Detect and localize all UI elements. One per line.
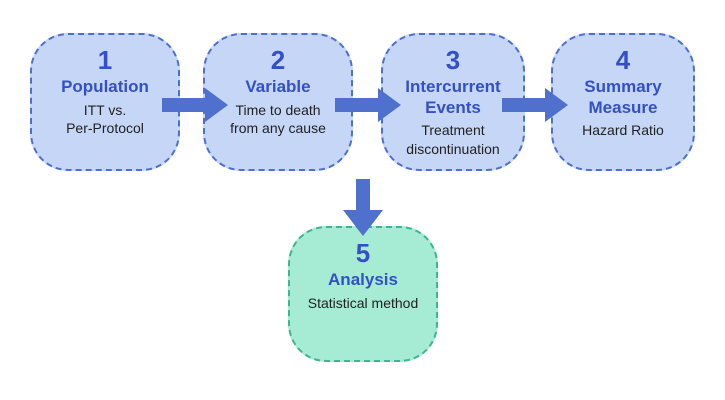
step-body: Treatment discontinuation: [406, 121, 500, 157]
step-box-population: 1 Population ITT vs. Per-Protocol: [30, 33, 180, 171]
step-title: Intercurrent Events: [405, 77, 501, 117]
step-number: 4: [615, 45, 631, 75]
step-number: 5: [355, 238, 371, 268]
step-box-analysis: 5 Analysis Statistical method: [288, 226, 438, 362]
arrow-right-icon: [335, 88, 401, 122]
arrow-right-icon: [162, 88, 228, 122]
arrow-right-icon: [502, 88, 568, 122]
step-body: Time to death from any cause: [230, 101, 326, 137]
step-title: Analysis: [328, 270, 398, 290]
step-title: Summary Measure: [584, 77, 662, 117]
step-title: Population: [61, 77, 149, 97]
step-number: 3: [445, 45, 461, 75]
step-number: 1: [97, 45, 113, 75]
step-number: 2: [270, 45, 286, 75]
step-box-summary-measure: 4 Summary Measure Hazard Ratio: [551, 33, 695, 171]
step-body: Hazard Ratio: [582, 121, 664, 138]
step-body: Statistical method: [307, 294, 419, 311]
arrow-down-icon: [343, 179, 383, 236]
step-body: ITT vs. Per-Protocol: [66, 101, 144, 137]
step-box-intercurrent-events: 3 Intercurrent Events Treatment disconti…: [381, 33, 525, 171]
step-box-variable: 2 Variable Time to death from any cause: [203, 33, 353, 171]
step-title: Variable: [245, 77, 311, 97]
